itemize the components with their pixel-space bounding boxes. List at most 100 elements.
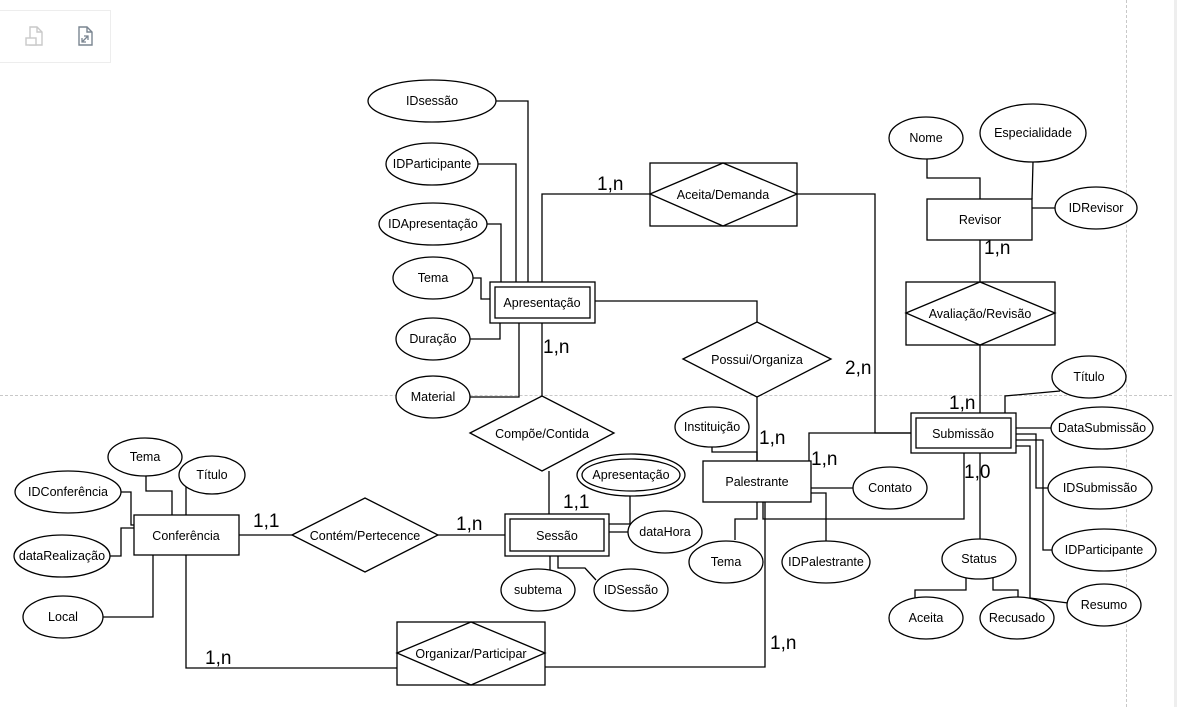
attribute-idconferencia[interactable]: IDConferência <box>14 470 122 514</box>
attribute-label: IDParticipante <box>393 157 472 171</box>
attribute-duracao[interactable]: Duração <box>395 317 471 361</box>
attribute-datasubmissao[interactable]: DataSubmissão <box>1050 406 1154 450</box>
cardinality-label: 1,1 <box>563 492 589 513</box>
attribute-titulo-conferencia[interactable]: Título <box>178 455 246 495</box>
attribute-label: IDParticipante <box>1065 543 1144 557</box>
entity-label: Conferência <box>152 529 219 543</box>
cardinality-label: 2,n <box>845 358 871 379</box>
cardinality-label: 1,n <box>543 337 569 358</box>
attribute-label: Tema <box>418 271 449 285</box>
attribute-tema-apresentacao[interactable]: Tema <box>392 256 474 300</box>
attribute-label: IDSessão <box>604 583 658 597</box>
relationship-label: Avaliação/Revisão <box>929 307 1032 321</box>
entity-submissao[interactable]: Submissão <box>910 412 1017 454</box>
attribute-label: DataSubmissão <box>1058 421 1146 435</box>
entity-label: Revisor <box>959 213 1001 227</box>
attribute-especialidade[interactable]: Especialidade <box>979 103 1087 163</box>
toolbar-page-button[interactable] <box>22 23 48 49</box>
attribute-titulo-submissao[interactable]: Título <box>1051 355 1127 399</box>
attribute-label: IDsessão <box>406 94 458 108</box>
relationship-label: Compõe/Contida <box>495 427 589 441</box>
entity-palestrante[interactable]: Palestrante <box>702 460 812 503</box>
page-break-guide-horizontal <box>0 395 1177 396</box>
attribute-idsessao[interactable]: IDSessão <box>593 568 669 612</box>
attribute-label: IDPalestrante <box>788 555 864 569</box>
attribute-idapresentacao[interactable]: IDApresentação <box>378 202 488 246</box>
cardinality-label: 1,n <box>770 633 796 654</box>
attribute-instituicao[interactable]: Instituição <box>674 406 750 448</box>
connectors <box>103 100 1069 669</box>
relationship-contem-pertecence[interactable]: Contém/Pertecence <box>290 497 440 573</box>
attribute-label: Título <box>1073 370 1104 384</box>
relationship-label: Aceita/Demanda <box>677 188 769 202</box>
attribute-label: Instituição <box>684 420 740 434</box>
entity-conferencia[interactable]: Conferência <box>133 514 240 556</box>
attribute-label: Apresentação <box>592 468 669 482</box>
relationship-compoe-contida[interactable]: Compõe/Contida <box>468 395 616 472</box>
attribute-label: subtema <box>514 583 562 597</box>
attribute-label: Material <box>411 390 455 404</box>
attribute-label: IDRevisor <box>1069 201 1124 215</box>
attribute-idparticipante-apresentacao[interactable]: IDParticipante <box>385 142 479 186</box>
relationship-label: Organizar/Participar <box>415 647 526 661</box>
attribute-idsessao-top[interactable]: IDsessão <box>367 79 497 123</box>
attribute-subtema[interactable]: subtema <box>500 568 576 612</box>
cardinality-label: 1,n <box>456 514 482 535</box>
attribute-tema-palestrante[interactable]: Tema <box>688 540 764 584</box>
entity-label: Apresentação <box>503 296 580 310</box>
attribute-aceita[interactable]: Aceita <box>888 596 964 640</box>
attribute-label: IDConferência <box>28 485 108 499</box>
attribute-idsubmissao[interactable]: IDSubmissão <box>1047 466 1153 510</box>
attribute-label: Status <box>961 552 996 566</box>
attribute-local[interactable]: Local <box>22 595 104 639</box>
attribute-label: Especialidade <box>994 126 1072 140</box>
attribute-label: dataHora <box>639 525 690 539</box>
attribute-idparticipante-submissao[interactable]: IDParticipante <box>1051 528 1157 572</box>
entity-label: Palestrante <box>725 475 788 489</box>
attribute-idrevisor[interactable]: IDRevisor <box>1054 186 1138 230</box>
cardinality-label: 1,n <box>597 174 623 195</box>
toolbar-open-button[interactable] <box>72 23 98 49</box>
attribute-label: Aceita <box>909 611 944 625</box>
cardinality-label: 1,0 <box>964 462 990 483</box>
attribute-label: Nome <box>909 131 942 145</box>
attribute-tema-conferencia[interactable]: Tema <box>107 437 183 477</box>
attribute-nome[interactable]: Nome <box>888 116 964 160</box>
entity-label: Submissão <box>932 427 994 441</box>
cardinality-label: 1,n <box>759 428 785 449</box>
relationship-label: Contém/Pertecence <box>310 529 421 543</box>
cardinality-label: 1,n <box>949 393 975 414</box>
attribute-status[interactable]: Status <box>941 538 1017 580</box>
attribute-label: dataRealização <box>19 549 105 563</box>
attribute-apresentacao-multivalued[interactable]: Apresentação <box>576 453 686 497</box>
vertical-scrollbar[interactable] <box>1174 0 1177 707</box>
attribute-contato[interactable]: Contato <box>852 466 928 510</box>
entity-revisor[interactable]: Revisor <box>926 198 1033 241</box>
entity-label: Sessão <box>536 529 578 543</box>
page-break-guide-vertical <box>1126 0 1127 707</box>
cardinality-label: 1,n <box>984 238 1010 259</box>
relationship-avaliacao-revisao[interactable]: Avaliação/Revisão <box>904 281 1057 346</box>
relationship-organizar-participar[interactable]: Organizar/Participar <box>395 621 547 686</box>
relationship-label: Possui/Organiza <box>711 353 803 367</box>
attribute-label: Título <box>196 468 227 482</box>
attribute-resumo[interactable]: Resumo <box>1066 583 1142 627</box>
attribute-recusado[interactable]: Recusado <box>979 596 1055 640</box>
entity-sessao[interactable]: Sessão <box>504 513 610 557</box>
page-icon <box>25 26 43 46</box>
diagram-toolbar <box>0 10 111 63</box>
attribute-idpalestrante[interactable]: IDPalestrante <box>781 540 871 584</box>
entity-apresentacao[interactable]: Apresentação <box>489 281 596 324</box>
external-link-icon <box>78 26 93 46</box>
attribute-material[interactable]: Material <box>395 375 471 419</box>
attribute-datahora[interactable]: dataHora <box>627 510 703 554</box>
cardinality-label: 1,1 <box>253 511 279 532</box>
relationship-possui-organiza[interactable]: Possui/Organiza <box>681 321 833 398</box>
attribute-label: IDApresentação <box>388 217 478 231</box>
relationship-aceita-demanda[interactable]: Aceita/Demanda <box>648 162 799 227</box>
attribute-label: Recusado <box>989 611 1045 625</box>
attribute-datarealizacao[interactable]: dataRealização <box>13 534 111 578</box>
attribute-label: IDSubmissão <box>1063 481 1137 495</box>
attribute-label: Contato <box>868 481 912 495</box>
